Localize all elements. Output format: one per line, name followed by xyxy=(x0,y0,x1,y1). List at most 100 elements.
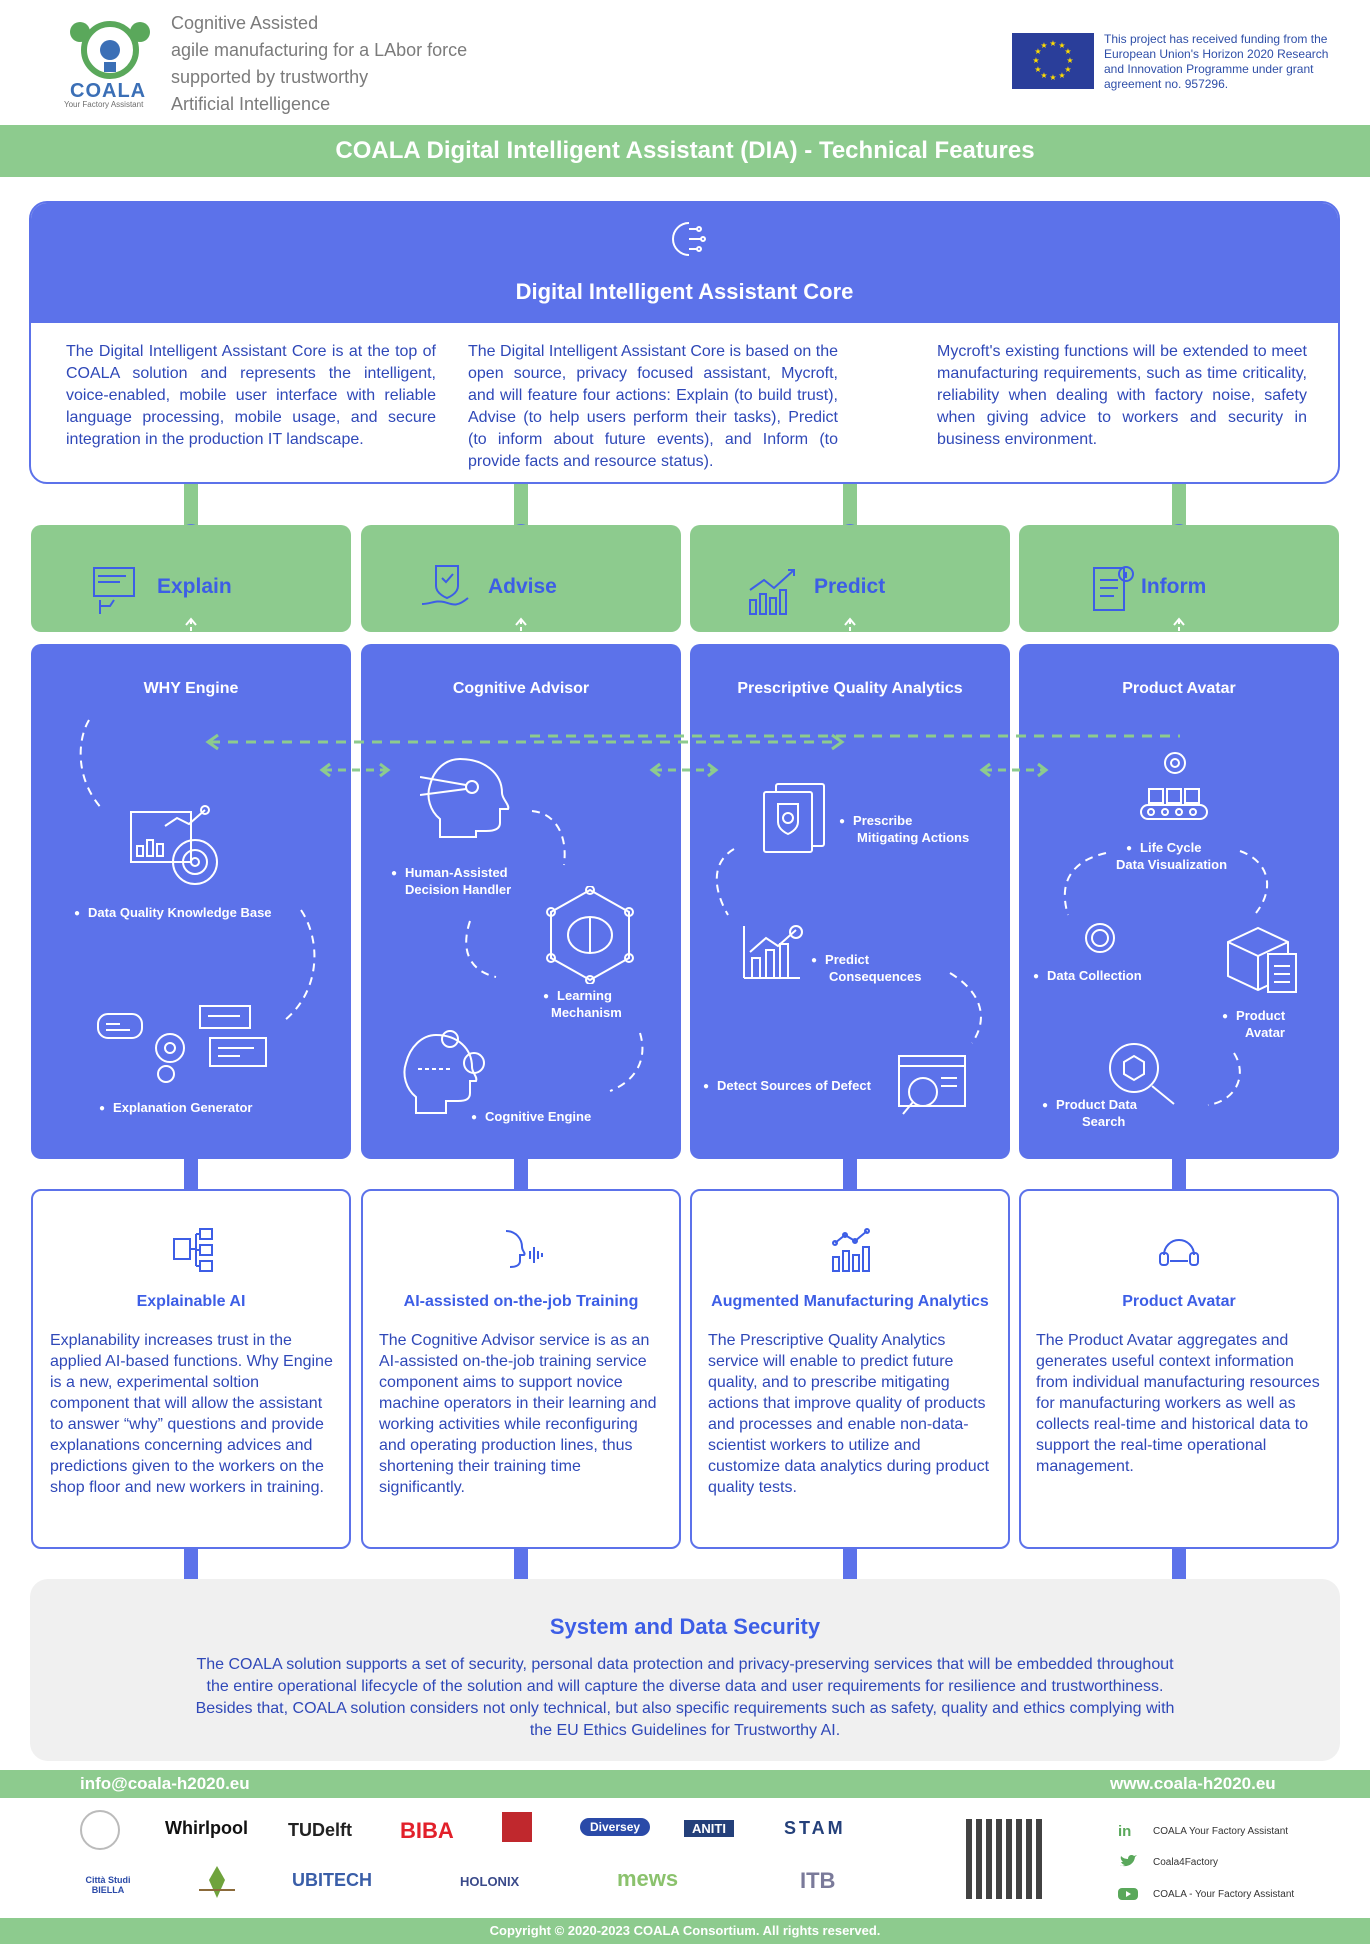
connector xyxy=(514,1159,528,1197)
project-tagline: Cognitive Assisted agile manufacturing f… xyxy=(171,10,471,118)
feature-title: Augmented Manufacturing Analytics xyxy=(711,1293,989,1310)
engine-item: Learning xyxy=(543,987,612,1005)
linkedin-icon[interactable]: in xyxy=(1118,1822,1138,1838)
engine-item: Avatar xyxy=(1245,1025,1285,1040)
partner-logo: mews xyxy=(617,1866,679,1891)
logo-subtitle: Your Factory Assistant xyxy=(64,100,144,109)
tagline-line: Artificial Intelligence xyxy=(171,94,331,114)
feature-title: AI-assisted on-the-job Training xyxy=(403,1293,639,1310)
partner-logo: HOLONIX xyxy=(460,1874,520,1889)
bar-chart-question-icon xyxy=(740,922,806,982)
laptop-hand-icon xyxy=(86,560,146,620)
svg-text:★: ★ xyxy=(1049,73,1056,82)
youtube-icon[interactable] xyxy=(1118,1886,1138,1902)
head-gears-icon xyxy=(400,1025,490,1120)
linkedin-link[interactable]: COALA Your Factory Assistant xyxy=(1153,1826,1289,1837)
svg-text:in: in xyxy=(1118,1823,1131,1838)
connector xyxy=(184,484,198,529)
svg-text:★: ★ xyxy=(1058,71,1065,80)
connector xyxy=(843,1159,857,1197)
feature-training xyxy=(361,1189,681,1549)
core-description-1: The Digital Intelligent Assistant Core i… xyxy=(66,343,436,448)
flow-arrows-icon xyxy=(1050,835,1290,1115)
engine-item: Mechanism xyxy=(551,1005,622,1020)
partner-logo: Diversey xyxy=(580,1818,651,1836)
gear-cycle-icon xyxy=(1080,918,1120,958)
engine-item: Data Quality Knowledge Base xyxy=(74,904,272,922)
dia-core-panel: Digital Intelligent Assistant Core The D… xyxy=(29,201,1340,484)
feature-title: Product Avatar xyxy=(1122,1293,1236,1310)
brain-circuit-icon xyxy=(669,219,709,259)
partner-crest-icon xyxy=(502,1812,532,1842)
core-description-3: Mycroft's existing functions will be ext… xyxy=(937,343,1307,448)
svg-text:★: ★ xyxy=(1040,41,1047,50)
feature-description: The Prescriptive Quality Analytics servi… xyxy=(708,1332,990,1496)
partner-logo: ANITI xyxy=(684,1820,734,1837)
document-gear-icon xyxy=(760,780,828,854)
box-clipboard-icon xyxy=(1222,920,1302,1000)
security-panel xyxy=(30,1579,1340,1761)
engine-why xyxy=(31,644,351,1159)
engine-item: Data Collection xyxy=(1033,967,1142,985)
connector xyxy=(184,1549,198,1583)
footer-bar xyxy=(0,1770,1370,1798)
svg-text:★: ★ xyxy=(1058,41,1065,50)
connector xyxy=(843,1549,857,1583)
headset-icon xyxy=(1154,1225,1204,1275)
svg-text:★: ★ xyxy=(1040,71,1047,80)
category-label: Inform xyxy=(1141,575,1207,598)
logo-wordmark: COALA xyxy=(70,80,147,102)
feature-product-avatar xyxy=(1019,1189,1339,1549)
connector xyxy=(1172,484,1186,529)
ai-head-icon xyxy=(420,755,520,840)
engine-title: Product Avatar xyxy=(1122,680,1236,697)
qr-code[interactable] xyxy=(966,1819,1046,1899)
copyright-bar: Copyright © 2020-2023 COALA Consortium. … xyxy=(0,1918,1370,1944)
website-link[interactable]: www.coala-h2020.eu xyxy=(1110,1774,1276,1793)
twitter-icon[interactable] xyxy=(1118,1853,1138,1869)
partner-logo: Città Studi BIELLA xyxy=(85,1875,131,1895)
contact-email-link[interactable]: info@coala-h2020.eu xyxy=(80,1774,250,1793)
partner-logo: ITB xyxy=(800,1868,836,1893)
eu-flag-icon: ★★★ ★★★ ★★★ ★★★ xyxy=(1012,33,1094,89)
engine-item: Life Cycle xyxy=(1126,839,1201,857)
engine-title: WHY Engine xyxy=(143,680,239,697)
conveyor-gear-icon xyxy=(1135,745,1215,825)
flow-arrows-icon xyxy=(75,710,335,1030)
flowchart-icon xyxy=(168,1225,218,1275)
engine-item: Explanation Generator xyxy=(99,1099,252,1117)
svg-text:★: ★ xyxy=(1032,56,1039,65)
twitter-link[interactable]: Coala4Factory xyxy=(1153,1857,1219,1868)
flow-arrows-icon xyxy=(700,835,995,1045)
document-info-icon xyxy=(1086,560,1146,620)
partner-logo: BIBA xyxy=(400,1818,454,1843)
engine-product-avatar xyxy=(1019,644,1339,1159)
partner-flower-icon xyxy=(195,1862,239,1902)
partner-logo: UBITECH xyxy=(292,1870,372,1890)
voice-head-icon xyxy=(498,1225,548,1275)
feature-analytics xyxy=(690,1189,1010,1549)
category-label: Explain xyxy=(157,575,232,598)
growth-chart-icon xyxy=(744,560,804,620)
connector xyxy=(514,1549,528,1583)
engine-item: Mitigating Actions xyxy=(857,830,970,845)
engine-title: Cognitive Advisor xyxy=(452,680,590,697)
svg-text:★: ★ xyxy=(1049,39,1056,48)
engine-prescriptive-quality xyxy=(690,644,1010,1159)
engine-item: Cognitive Engine xyxy=(471,1108,591,1126)
connector xyxy=(514,484,528,529)
svg-text:★: ★ xyxy=(1066,56,1073,65)
shield-hand-icon xyxy=(416,560,476,620)
engine-item: Prescribe xyxy=(839,812,912,830)
engine-item: Product Data xyxy=(1042,1096,1137,1114)
partner-logo: TUDelft xyxy=(288,1820,352,1840)
youtube-link[interactable]: COALA - Your Factory Assistant xyxy=(1153,1889,1295,1900)
browser-search-icon xyxy=(895,1052,970,1120)
partner-logo: Whirlpool xyxy=(165,1818,248,1838)
engine-item: Search xyxy=(1082,1114,1126,1129)
core-title: Digital Intelligent Assistant Core xyxy=(515,279,854,304)
svg-text:★: ★ xyxy=(1064,65,1071,74)
category-explain xyxy=(31,525,351,632)
chat-gears-icon xyxy=(90,1000,275,1085)
partner-seal-icon xyxy=(80,1810,120,1850)
